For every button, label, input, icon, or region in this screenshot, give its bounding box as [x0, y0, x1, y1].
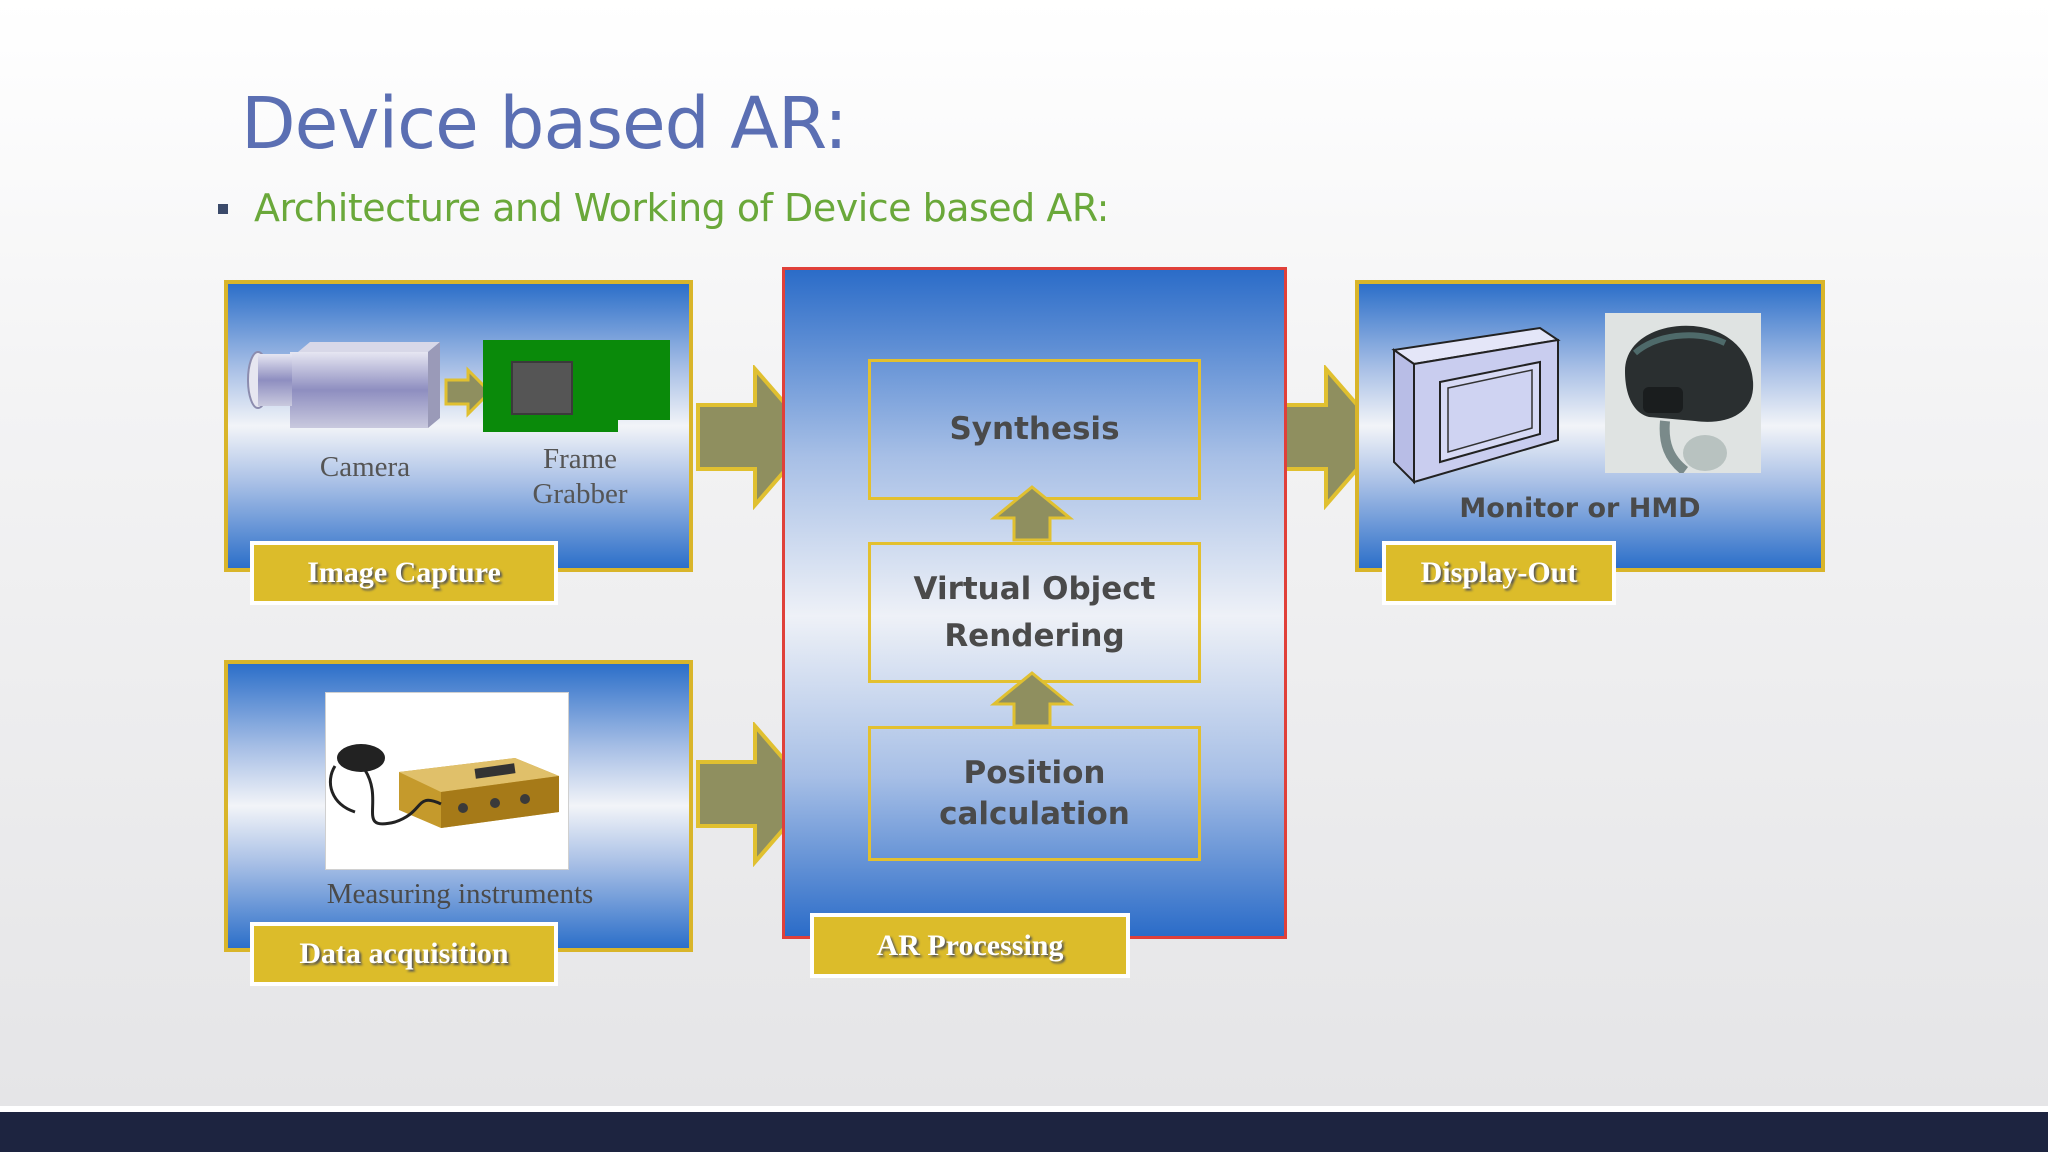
monitor-icon — [1391, 326, 1561, 485]
arrow-up-icon — [990, 671, 1074, 728]
monitor-or-hmd-label: Monitor or HMD — [1459, 493, 1701, 524]
ar-processing-tab: AR Processing — [810, 913, 1130, 978]
measuring-instruments-image — [325, 692, 569, 870]
slide-title: Device based AR: — [241, 82, 848, 165]
camera-icon — [247, 342, 440, 428]
position-calculation-box: Position calculation — [868, 726, 1201, 861]
arrow-up-icon — [990, 485, 1074, 542]
camera-label: Camera — [319, 451, 411, 483]
image-capture-tab: Image Capture — [250, 541, 558, 605]
frame-grabber-label: Frame Grabber — [532, 443, 628, 510]
hmd-image — [1605, 313, 1761, 473]
footer-bar — [0, 1112, 2048, 1152]
synthesis-box: Synthesis — [868, 359, 1201, 500]
slide-bullet-text: Architecture and Working of Device based… — [254, 186, 1109, 230]
hmd-icon — [1625, 325, 1754, 473]
ar-processing-panel — [782, 267, 1287, 939]
data-acquisition-tab: Data acquisition — [250, 922, 558, 986]
display-out-tab: Display-Out — [1382, 541, 1616, 605]
arrow-icon — [444, 366, 493, 418]
footer-divider — [0, 1106, 2048, 1112]
measuring-instruments-icon — [328, 744, 559, 828]
bullet-marker — [218, 204, 228, 214]
virtual-object-rendering-box: Virtual Object Rendering — [868, 542, 1201, 683]
frame-grabber-icon — [483, 340, 670, 432]
image-capture-graphics — [247, 340, 670, 432]
measuring-instruments-label: Measuring instruments — [326, 878, 594, 910]
